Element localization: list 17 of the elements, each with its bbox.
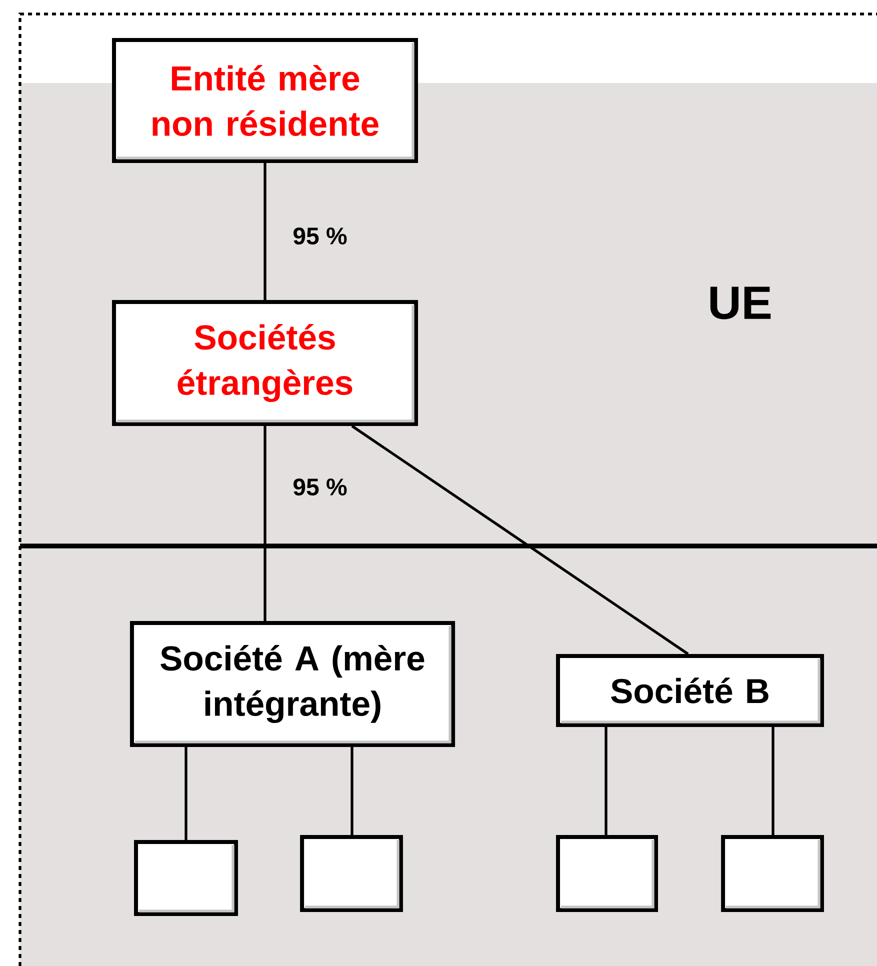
connector-line [264,426,266,621]
connector-line [604,727,608,835]
company-box: Entité mère non résidente [112,38,418,164]
company-box: Société B [556,654,824,728]
edge-label: 95 % [291,477,349,497]
connector-line [264,163,266,300]
region-label: UE [710,286,771,320]
connector-line [351,424,689,656]
connector-line [772,727,774,835]
empty-box [300,834,403,912]
edge-label: 95 % [291,226,349,246]
empty-box [556,834,658,912]
company-box: Sociétés étrangères [112,300,418,426]
empty-box [721,834,824,912]
connector-line [184,747,188,840]
company-box: Société A (mère intégrante) [130,621,456,747]
connector-line [350,747,354,835]
